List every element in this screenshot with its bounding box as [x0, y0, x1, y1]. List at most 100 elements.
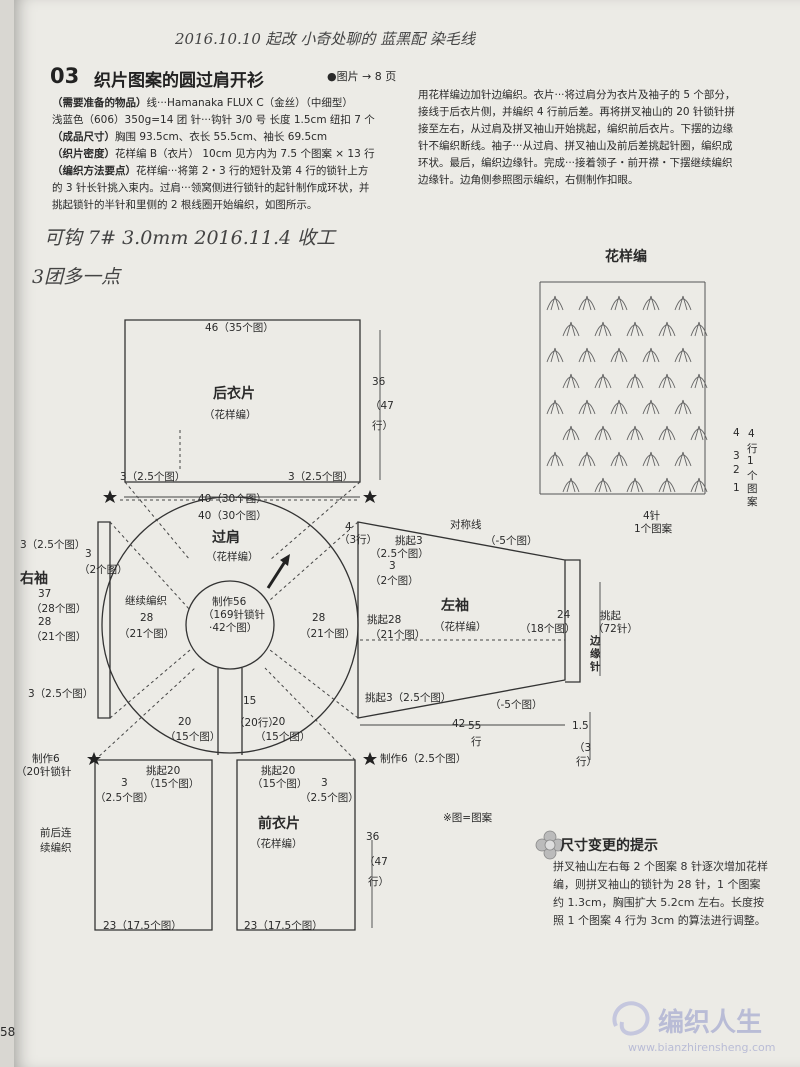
front-3-right-b: （2.5个图）	[300, 792, 359, 804]
fan-stitch	[658, 425, 676, 441]
front-left-outline	[94, 759, 213, 931]
yoke-front-20-left: 20	[178, 716, 192, 728]
left-sleeve-title: 左袖	[441, 598, 469, 614]
front-band-15b: （20行）	[234, 717, 279, 729]
ls-1-5b: （3	[574, 742, 592, 754]
neck-label-2: （169针锁针	[203, 609, 266, 621]
back-height-rows: （47	[370, 400, 394, 412]
document-page	[14, 0, 800, 1067]
rs-top-3: 3（2.5个图）	[20, 539, 86, 551]
handwritten-top-note: 2016.10.10 起改 小奇处聊的 蓝黑配 染毛线	[175, 30, 475, 48]
handwritten-yarn-note: 3团多一点	[32, 266, 121, 288]
front-3-left-b: （2.5个图）	[95, 792, 154, 804]
method-line2: 的 3 针长针挑入束内。过肩···领窝侧进行锁针的起针制作成环状，并	[52, 182, 370, 194]
neck-circle	[185, 580, 275, 670]
yoke-right-28: 28	[312, 612, 326, 624]
left-sleeve-outline	[357, 521, 566, 719]
size-tip-line: 约 1.3cm，胸围扩大 5.2cm 左右。长度按	[553, 896, 765, 909]
stitch-chart-title: 花样编	[605, 249, 647, 265]
rs-28-motifs: （28个图）	[31, 603, 87, 615]
rs-28: 28	[38, 616, 52, 628]
row-label-1: 1	[733, 482, 740, 494]
fan-stitch	[642, 295, 660, 311]
fan-stitch	[658, 321, 676, 337]
yoke-title: 过肩	[212, 530, 240, 546]
fan-stitch	[562, 477, 580, 493]
fan-stitch	[578, 347, 596, 363]
size-tips-title: 尺寸变更的提示	[560, 838, 658, 854]
back-height-label: 36	[372, 376, 386, 388]
fan-stitch	[626, 477, 644, 493]
front-width-left: 23（17.5个图）	[103, 920, 182, 932]
instruction-line: 针不编织断线。袖子···从过肩、拼叉袖山及前后差挑起针圈，编织成	[418, 140, 733, 152]
motif-3: 图	[747, 483, 758, 495]
motif-4: 案	[747, 496, 758, 508]
method-line1: （编织方法要点）花样编···将第 2・3 行的短针及第 4 行的锁针上方	[52, 165, 369, 177]
size-tip-line: 编，则拼叉袖山的锁针为 28 针，1 个图案	[553, 878, 761, 891]
back-left-3: 3（2.5个图）	[120, 471, 186, 483]
finished-size: （成品尺寸）胸围 93.5cm、衣长 55.5cm、袖长 69.5cm	[52, 131, 328, 143]
yoke-right-28b: （21个图）	[300, 628, 356, 640]
gauge: （织片密度）花样编 B（衣片） 10cm 见方内为 7.5 个图案 × 13 行	[52, 148, 375, 160]
size-tip-line: 拼叉袖山左右每 2 个图案 8 针逐次增加花样	[553, 860, 768, 873]
right-sleeve-title: 右袖	[20, 571, 48, 587]
fan-stitch	[674, 451, 692, 467]
rs-37: 37	[38, 588, 52, 600]
ls-24: 24	[557, 609, 571, 621]
ls-1-5: 1.5	[572, 720, 589, 732]
watermark-logo-icon	[612, 1001, 650, 1036]
watermark-url: www.bianzhirensheng.com	[628, 1041, 776, 1054]
fan-stitch	[642, 347, 660, 363]
right-sleeve-outline	[97, 521, 111, 719]
front-3-left: 3	[121, 777, 128, 789]
fan-stitch	[546, 295, 564, 311]
flower-icon	[535, 830, 565, 860]
fan-stitch	[578, 399, 596, 415]
row-label-2: 2	[733, 464, 740, 476]
fan-stitch	[674, 347, 692, 363]
make6-right: 制作6（2.5个图）	[380, 753, 467, 765]
fan-stitch	[626, 373, 644, 389]
ls-pick72b: （72针）	[593, 623, 638, 635]
fan-stitch	[658, 373, 676, 389]
fan-stitch	[546, 399, 564, 415]
ls-pick3c: 挑起3（2.5个图）	[365, 692, 452, 704]
ls-42: 42	[452, 718, 466, 730]
fan-stitch	[642, 399, 660, 415]
legend-note: ※图=图案	[443, 812, 493, 824]
continue-knitting-label: 继续编织	[125, 595, 167, 607]
fan-stitch	[674, 295, 692, 311]
method-line3: 挑起锁针的半针和里侧的 2 根线圈开始编织，如图所示。	[52, 199, 318, 211]
instruction-line: 接至左右，从过肩及拼叉袖山开始挑起，编织前后衣片。下摆的边缘	[418, 123, 733, 135]
front-width-right: 23（17.5个图）	[244, 920, 323, 932]
fan-stitch	[658, 477, 676, 493]
fan-stitch	[690, 477, 708, 493]
back-height-rows-b: 行）	[372, 420, 393, 432]
yoke-outer-1: 40（30个图）	[198, 493, 267, 505]
front-continuous-b: 续编织	[40, 842, 72, 854]
ls-pick28b: （21个图）	[370, 629, 426, 641]
fan-stitch	[562, 425, 580, 441]
yoke-front-20-left-b: （15个图）	[165, 731, 221, 743]
ls-4b: （3行）	[339, 534, 378, 546]
yoke-front-20-right: 20	[272, 716, 286, 728]
front-height: 36	[366, 831, 380, 843]
front-3-right: 3	[321, 777, 328, 789]
ls-pick3b: （2.5个图）	[370, 548, 429, 560]
fan-stitch	[546, 347, 564, 363]
fan-stitch	[610, 451, 628, 467]
materials-line1: （需要准备的物品）线···Hamanaka FLUX C（金丝）（中细型）	[52, 97, 353, 109]
chart-1-motif: 1个图案	[634, 523, 673, 535]
ls-55: 55	[468, 720, 482, 732]
front-band-15: 15	[243, 695, 257, 707]
yoke-outer-2: 40（30个图）	[198, 510, 267, 522]
size-tip-line: 照 1 个图案 4 行为 3cm 的算法进行调整。	[553, 914, 766, 927]
back-body-title: 后衣片	[213, 386, 255, 402]
instruction-line: 用花样编边加针边编织。衣片···将过肩分为衣片及袖子的 5 个部分，	[418, 89, 736, 101]
yoke-front-20-right-b: （15个图）	[255, 731, 311, 743]
ls-3b: （2个图）	[370, 575, 419, 587]
photo-page-ref: ●图片 → 8 页	[327, 70, 397, 83]
rs-3: 3	[85, 548, 92, 560]
back-right-3: 3（2.5个图）	[288, 471, 354, 483]
materials-line2: 浅蓝色（606）350g=14 团 针···钩针 3/0 号 长度 1.5cm …	[52, 114, 375, 126]
